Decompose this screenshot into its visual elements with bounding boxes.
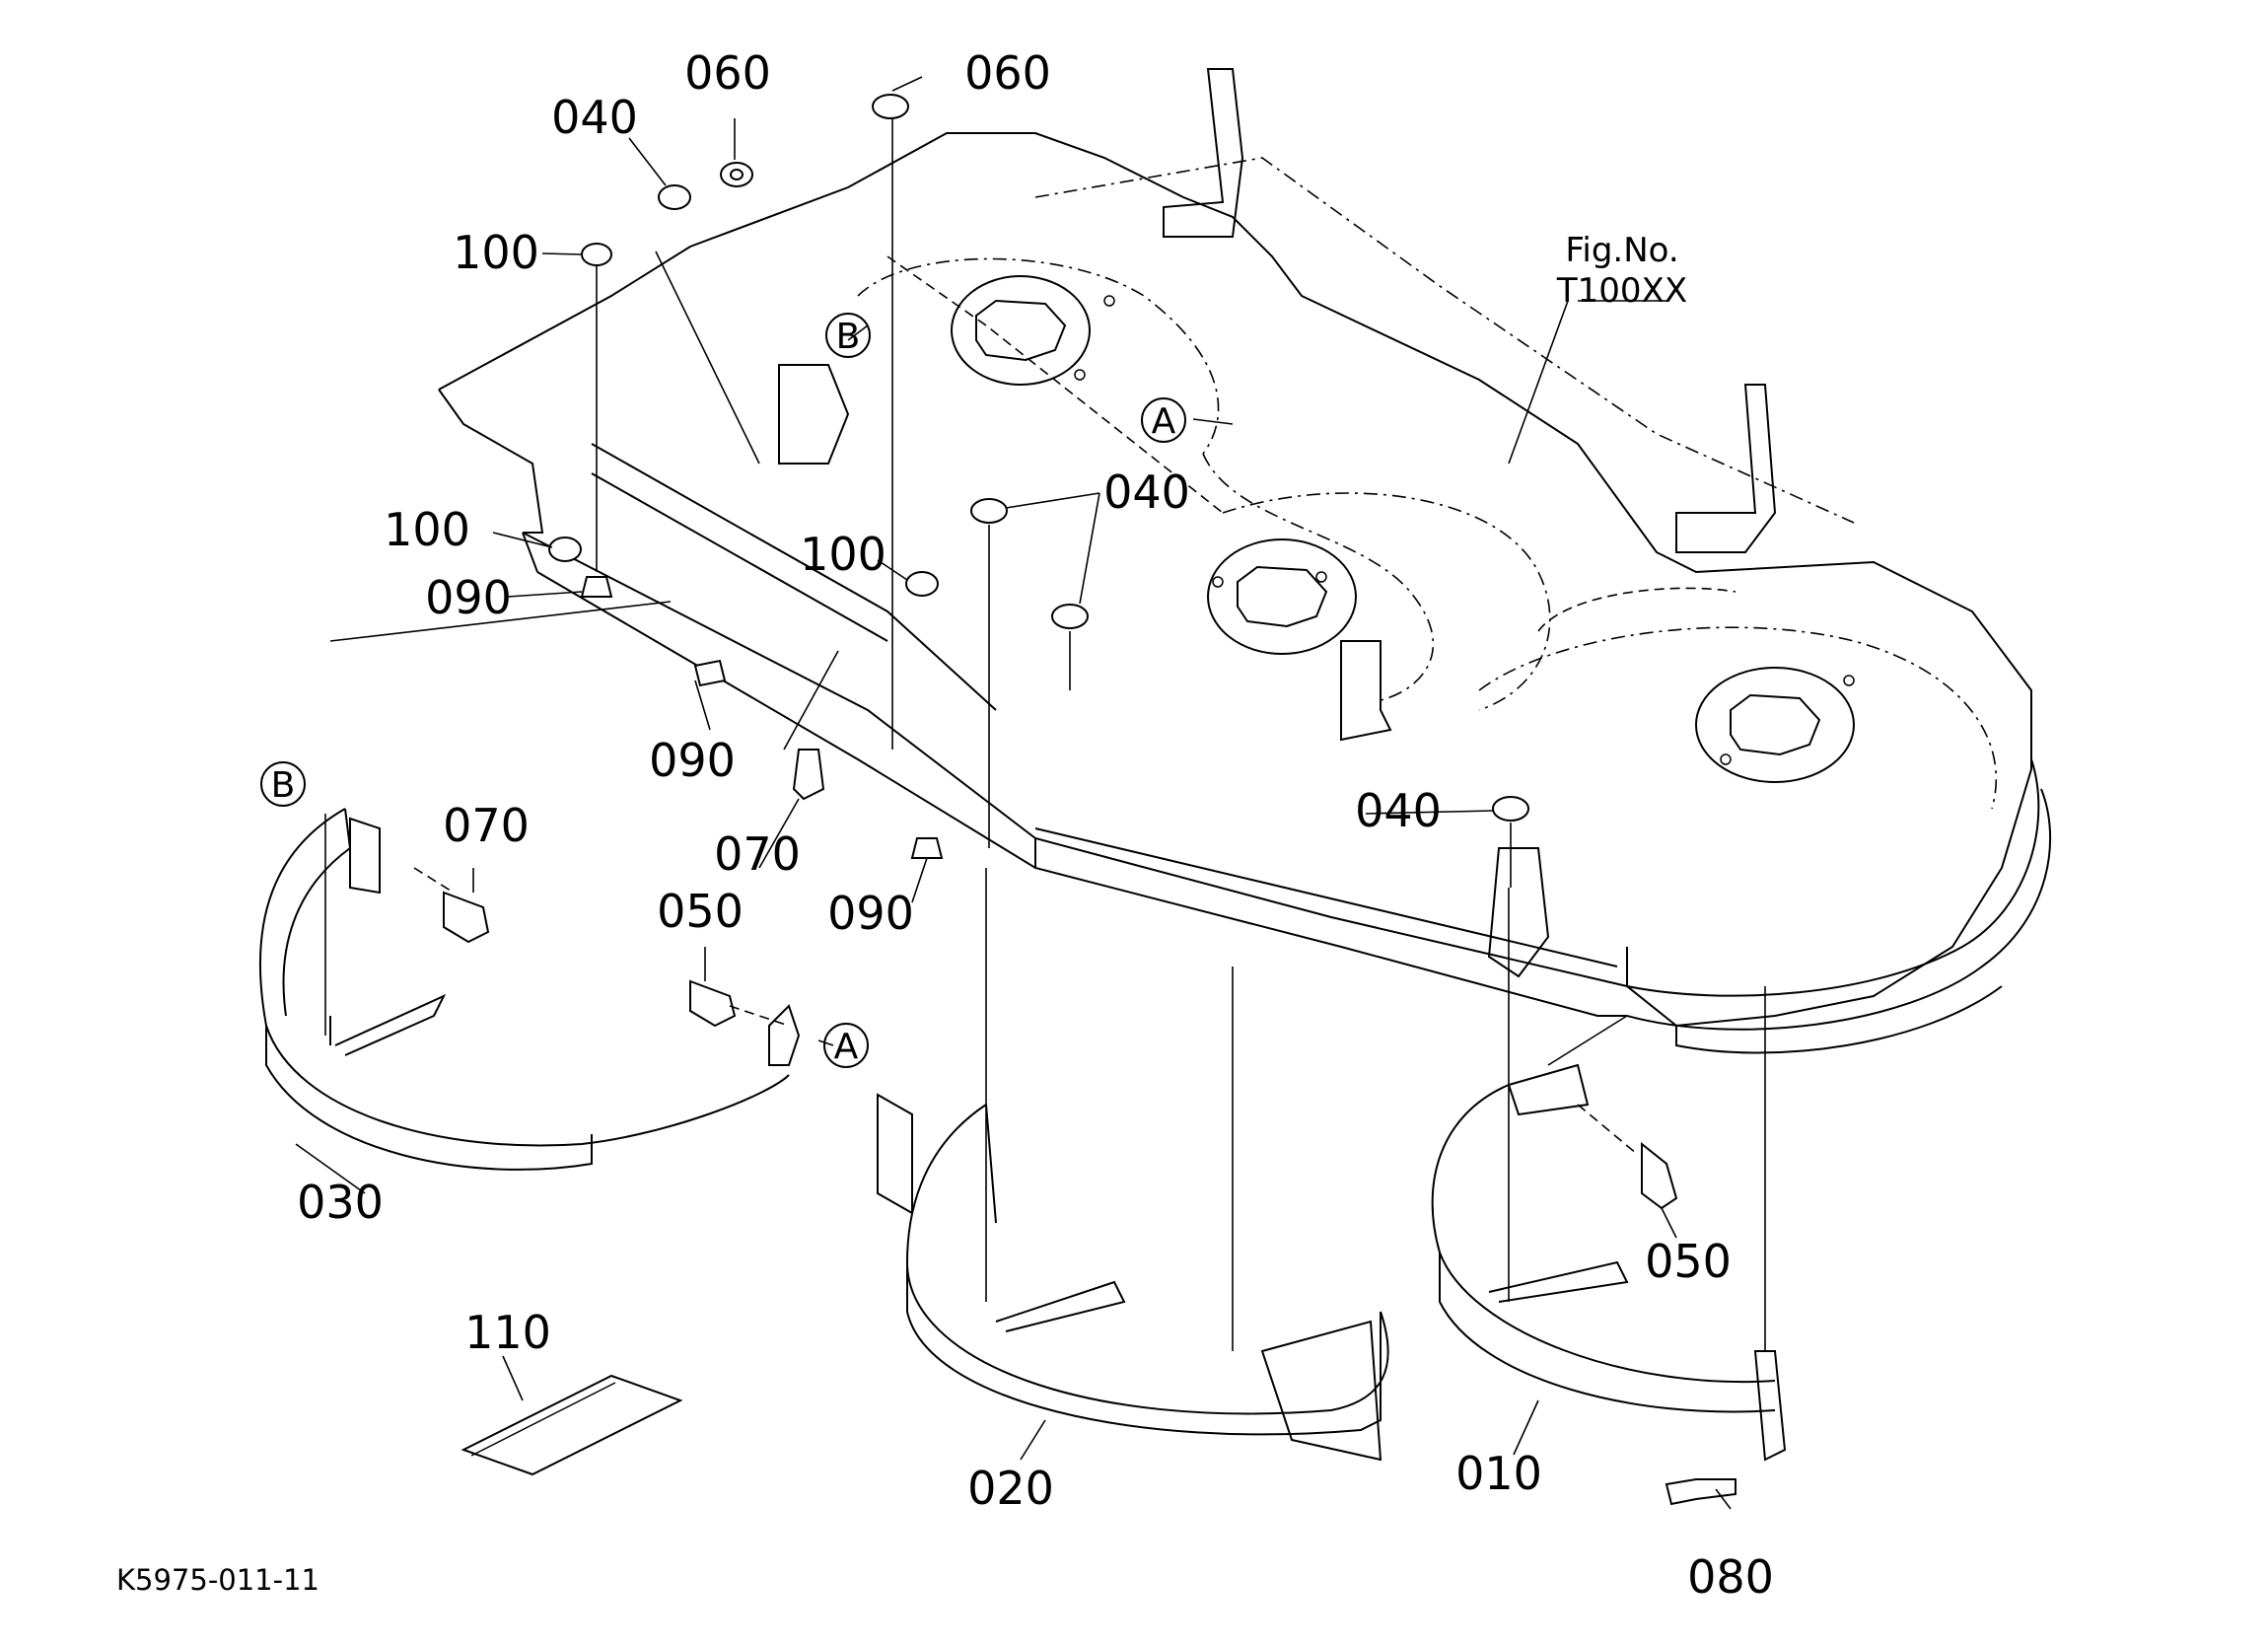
callout-050-right: 050 [1645, 1235, 1732, 1288]
callout-090-right: 090 [827, 887, 914, 940]
spindle-right [1695, 667, 1855, 783]
callout-030: 030 [297, 1176, 384, 1229]
callout-080: 080 [1687, 1550, 1774, 1604]
callout-090-left: 090 [425, 571, 512, 624]
reference-markers: B A B A [260, 313, 1186, 1068]
drawing-code: K5975-011-11 [116, 1563, 319, 1597]
hardware [443, 94, 1736, 1506]
callout-010: 010 [1455, 1447, 1542, 1500]
ref-b-top: B [825, 313, 871, 358]
callout-060-right: 060 [964, 46, 1051, 100]
callout-040-right: 040 [1355, 784, 1442, 837]
guard-020 [877, 1093, 1389, 1462]
callout-020: 020 [967, 1462, 1054, 1515]
decal-110-sheet [461, 1374, 683, 1476]
ref-a-top-label: A [1152, 401, 1176, 442]
mower-deck [438, 68, 2052, 1054]
callout-070-middle: 070 [714, 827, 801, 881]
callout-070-left: 070 [443, 799, 530, 852]
callout-060-left: 060 [684, 46, 771, 100]
callout-090-middle: 090 [649, 734, 736, 787]
leader-lines [295, 76, 1766, 1510]
ref-a-guard: A [823, 1023, 869, 1068]
callout-110: 110 [464, 1306, 551, 1359]
callout-100-left: 100 [384, 503, 470, 556]
spindle-left [951, 275, 1091, 386]
fig-no-value: T100XX [1556, 271, 1687, 311]
ref-b-top-label: B [836, 317, 861, 357]
spindle-center [1207, 538, 1357, 655]
figure-number: Fig.No. T100XX [1556, 231, 1687, 311]
callout-100-top: 100 [453, 226, 539, 279]
ref-b-left: B [260, 761, 306, 807]
ref-b-left-label: B [271, 765, 296, 806]
ref-a-guard-label: A [834, 1027, 859, 1067]
callout-050-left: 050 [657, 885, 744, 938]
callout-100-middle: 100 [800, 528, 886, 581]
fig-no-label: Fig.No. [1565, 231, 1678, 270]
ref-a-top: A [1141, 397, 1186, 443]
callouts: 060 060 040 040 040 100 100 100 090 090 … [297, 46, 1774, 1604]
callout-040-middle: 040 [1103, 465, 1190, 519]
callout-040-top: 040 [551, 91, 638, 144]
guard-010 [1431, 1063, 1787, 1462]
